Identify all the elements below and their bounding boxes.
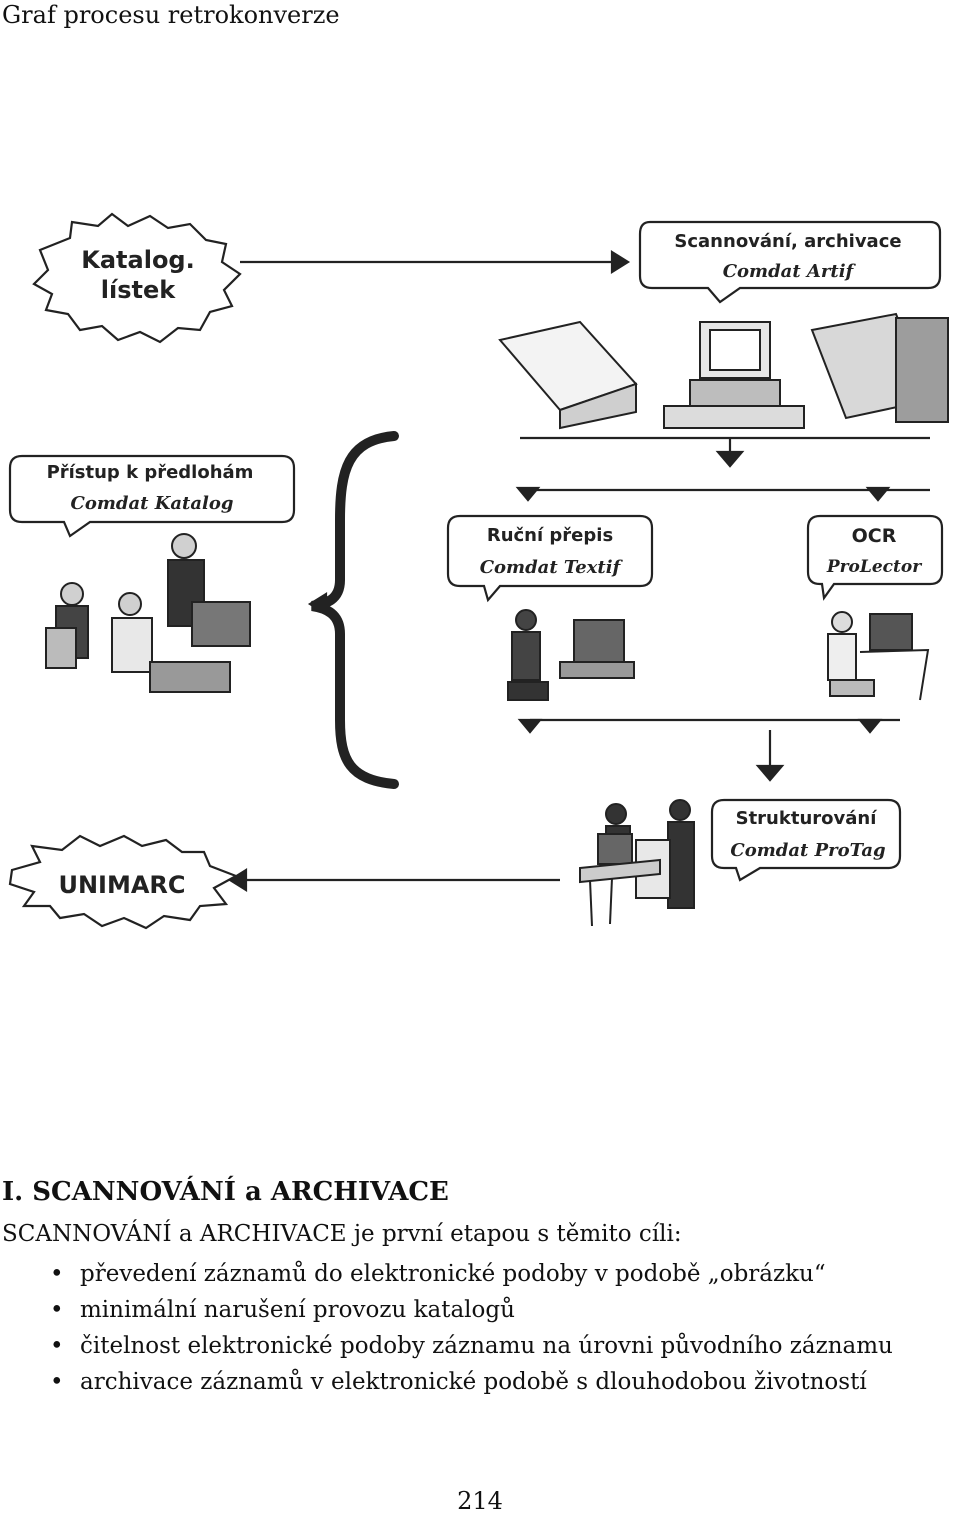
pristup-bubble [8, 454, 296, 538]
scan-bubble [638, 220, 942, 304]
workstation-manual [507, 609, 635, 701]
pristup-subtitle: Comdat Katalog [71, 493, 234, 514]
goal-list: • převedení záznamů do elektronické podob… [50, 1256, 893, 1400]
pristup-title: Přístup k předlohám [47, 462, 254, 483]
rucni-subtitle: Comdat Textif [480, 557, 624, 578]
strukt-title: Strukturování [736, 808, 878, 829]
workstation-ocr [827, 611, 930, 701]
list-item: • archivace záznamů v elektronické podobě… [50, 1364, 893, 1400]
arrowhead-down [715, 450, 745, 468]
list-item-text: čitelnost elektronické podoby záznamu na… [80, 1333, 893, 1359]
arrowhead-right [610, 250, 631, 274]
list-item-text: minimální narušení provozu katalogů [80, 1297, 515, 1323]
workstation-people-left [45, 533, 251, 693]
unimarc-label: UNIMARC [58, 871, 185, 899]
workstation-structuring [579, 799, 695, 927]
ocr-subtitle: ProLector [826, 557, 922, 577]
list-item: • převedení záznamů do elektronické podob… [50, 1256, 893, 1292]
strukt-subtitle: Comdat ProTag [730, 840, 885, 861]
rucni-title: Ruční přepis [487, 525, 613, 546]
bullet-icon: • [50, 1369, 64, 1395]
page-title: Graf procesu retrokonverze [2, 1, 340, 29]
scanner-equipment [498, 312, 949, 430]
bullet-icon: • [50, 1297, 64, 1323]
list-item-text: převedení záznamů do elektronické podoby… [80, 1261, 826, 1287]
unimarc-burst [8, 834, 239, 930]
arrowhead-down-2 [755, 764, 785, 782]
ocr-title: OCR [852, 525, 897, 547]
bullet-icon: • [50, 1333, 64, 1359]
curly-brace [311, 431, 399, 789]
arrowhead-left [227, 868, 248, 892]
katalog-burst [32, 212, 242, 344]
scan-title: Scannování, archivace [674, 231, 901, 252]
rucni-bubble [446, 514, 654, 603]
scan-subtitle: Comdat Artif [723, 261, 857, 282]
list-item-text: archivace záznamů v elektronické podobě … [80, 1369, 867, 1395]
section-heading: I. SCANNOVÁNÍ a ARCHIVACE [2, 1177, 449, 1207]
list-item: • minimální narušení provozu katalogů [50, 1292, 893, 1328]
intro-paragraph: SCANNOVÁNÍ a ARCHIVACE je první etapou s… [2, 1221, 682, 1247]
katalog-label-line2: lístek [101, 276, 176, 304]
list-item: • čitelnost elektronické podoby záznamu n… [50, 1328, 893, 1364]
bullet-icon: • [50, 1261, 64, 1287]
retroconversion-diagram: Katalog. lístek Scannování, archivace Co… [8, 212, 949, 930]
ocr-bubble [806, 514, 944, 601]
katalog-label-line1: Katalog. [81, 246, 194, 274]
page-number: 214 [457, 1487, 503, 1515]
strukt-bubble [710, 798, 902, 882]
